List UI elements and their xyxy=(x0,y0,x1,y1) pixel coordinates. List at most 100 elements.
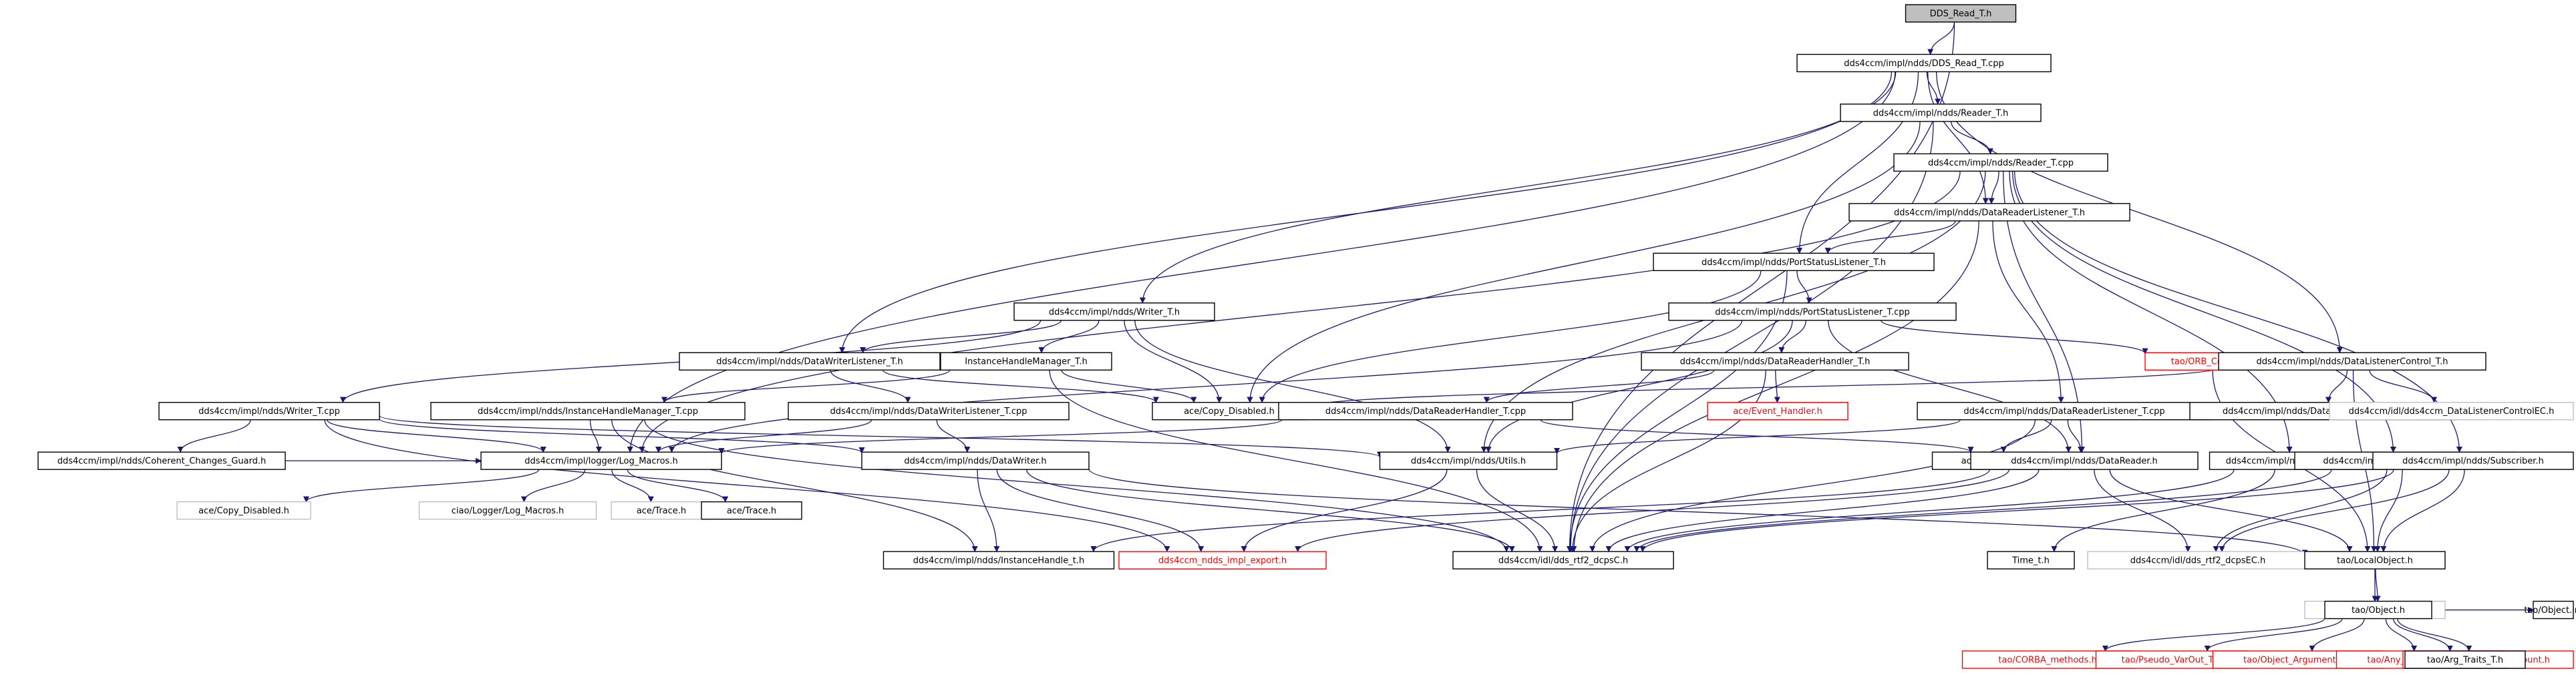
graph-node[interactable]: dds4ccm/impl/ndds/Writer_T.h xyxy=(1013,302,1215,321)
edge-n6-to-n27 xyxy=(1828,320,2072,453)
edge-n42-to-n47 xyxy=(2397,618,2472,652)
edge-n29-to-n39 xyxy=(2213,469,2388,552)
graph-node[interactable]: dds4ccm/impl/ndds/DataReaderHandler_T.h xyxy=(1641,352,1909,371)
graph-node[interactable]: dds4ccm_ndds_impl_export.h xyxy=(1118,551,1327,570)
graph-node[interactable]: ace/Trace.h xyxy=(701,501,802,520)
node-label: dds4ccm/impl/ndds/Reader_T.h xyxy=(1873,108,2009,118)
edge-n1-to-n14 xyxy=(1936,71,2343,354)
node-label: dds4ccm/impl/ndds/Coherent_Changes_Guard… xyxy=(57,457,267,467)
node-label: dds4ccm/impl/ndds/Utils.h xyxy=(1411,457,1526,467)
graph-node[interactable]: dds4ccm/impl/ndds/DataWriterListener_T.c… xyxy=(788,401,1070,421)
edge-n30-to-n40 xyxy=(2380,469,2465,552)
edge-n7-to-n8 xyxy=(860,320,1062,354)
graph-node[interactable]: tao/LocalObject.h xyxy=(2304,551,2446,570)
node-label: ace/Copy_Disabled.h xyxy=(198,506,289,516)
graph-node[interactable]: dds4ccm/impl/ndds/Reader_T.cpp xyxy=(1893,153,2108,172)
graph-node[interactable]: DDS_Read_T.h xyxy=(1905,4,2017,23)
edge-n1-to-n2 xyxy=(1926,71,1941,105)
graph-node[interactable]: dds4ccm/idl/dds_rtf2_dcpsEC.h xyxy=(2087,551,2309,570)
edge-n40-to-n42 xyxy=(2374,569,2381,602)
graph-node[interactable]: InstanceHandleManager_T.h xyxy=(940,352,1112,371)
node-box xyxy=(2329,401,2574,421)
edge-n23-to-n32 xyxy=(520,469,586,503)
graph-node[interactable]: ace/Copy_Disabled.h xyxy=(176,501,311,520)
graph-node[interactable]: dds4ccm/impl/ndds/DDS_Read_T.cpp xyxy=(1796,53,2052,73)
edge-n1-to-n23 xyxy=(627,71,1896,453)
node-label: dds4ccm/impl/ndds/DataListenerControl_T.… xyxy=(2257,357,2448,367)
edge-n9-to-n16 xyxy=(661,369,951,403)
node-box xyxy=(418,501,597,520)
edge-n42-to-n44 xyxy=(2204,618,2343,652)
node-label: InstanceHandleManager_T.h xyxy=(965,357,1087,367)
edge-n29-to-n37 xyxy=(1633,469,2332,552)
graph-node[interactable]: Time_t.h xyxy=(1987,551,2075,570)
graph-node[interactable]: dds4ccm/impl/ndds/InstanceHandleManager_… xyxy=(430,401,746,421)
node-label: dds4ccm/impl/ndds/Reader_T.cpp xyxy=(1928,158,2074,168)
node-label: ace/Event_Handler.h xyxy=(1733,407,1822,417)
graph-node[interactable]: dds4ccm/impl/ndds/Utils.h xyxy=(1379,451,1558,470)
graph-node[interactable]: dds4ccm/impl/ndds/Subscriber.h xyxy=(2372,451,2574,470)
edge-n7-to-n25 xyxy=(1134,320,1451,453)
edge-n42-to-n45 xyxy=(2309,618,2365,652)
graph-node[interactable]: dds4ccm/impl/ndds/Writer_T.cpp xyxy=(158,401,380,421)
node-box xyxy=(1641,352,1909,371)
graph-node[interactable]: ace/Event_Handler.h xyxy=(1707,401,1848,421)
node-label: dds4ccm/impl/ndds/DataWriterListener_T.h xyxy=(716,357,903,367)
node-box xyxy=(882,551,1115,570)
graph-node[interactable]: dds4ccm/impl/ndds/DataListenerControl_T.… xyxy=(2218,352,2486,371)
edge-n29-to-n40 xyxy=(2374,469,2403,552)
edge-n15-to-n22 xyxy=(177,419,251,453)
graph-node[interactable]: dds4ccm/impl/ndds/Coherent_Changes_Guard… xyxy=(37,451,286,470)
edge-n4-to-n19 xyxy=(1992,220,2064,403)
edge-n3-to-n23 xyxy=(639,171,1961,453)
edge-n11-to-n12 xyxy=(1774,370,1780,403)
graph-node[interactable]: dds4ccm/impl/ndds/Reader_T.h xyxy=(1840,103,2042,122)
node-box xyxy=(2324,600,2432,620)
graph-node[interactable]: dds4ccm/impl/ndds/DataReaderListener_T.c… xyxy=(1917,401,2212,421)
graph-node[interactable]: tao/Object.inl xyxy=(2524,600,2576,620)
graph-node[interactable]: ciao/Logger/Log_Macros.h xyxy=(418,501,597,520)
node-box xyxy=(1840,103,2042,122)
edge-n19-to-n26 xyxy=(2000,419,2052,453)
node-label: dds4ccm/impl/ndds/DataWriterListener_T.c… xyxy=(830,407,1027,417)
node-label: dds4ccm/impl/ndds/DataReaderListener_T.c… xyxy=(1963,407,2164,417)
graph-node[interactable]: tao/Object.h xyxy=(2324,600,2432,620)
edge-n11-to-n37 xyxy=(1569,370,1766,552)
graph-node[interactable]: dds4ccm/impl/ndds/DataReaderListener_T.h xyxy=(1848,203,2130,222)
node-box xyxy=(1668,302,1957,321)
node-label: dds4ccm/impl/ndds/PortStatusListener_T.h xyxy=(1702,258,1886,268)
nodes-layer: DDS_Read_T.h dds4ccm/impl/ndds/DDS_Read_T… xyxy=(37,4,2576,669)
node-label: ace/Trace.h xyxy=(637,506,686,516)
node-label: ace/Copy_Disabled.h xyxy=(1184,407,1275,417)
edge-n4-to-n5 xyxy=(1824,220,1956,254)
node-label: dds4ccm/impl/logger/Log_Macros.h xyxy=(524,457,677,467)
graph-node[interactable]: ace/Trace.h xyxy=(611,501,712,520)
graph-node[interactable]: dds4ccm/impl/ndds/DataWriter.h xyxy=(861,451,1090,470)
edge-n14-to-n10 xyxy=(1303,367,2219,409)
graph-node[interactable]: dds4ccm/impl/ndds/DataWriterListener_T.h xyxy=(679,352,941,371)
graph-node[interactable]: dds4ccm/impl/ndds/PortStatusListener_T.c… xyxy=(1668,302,1957,321)
node-box xyxy=(158,401,380,421)
edge-n14-to-n21 xyxy=(2369,370,2438,403)
graph-node[interactable]: dds4ccm/idl/dds_rtf2_dcpsC.h xyxy=(1452,551,1674,570)
graph-node[interactable]: dds4ccm/impl/ndds/InstanceHandle_t.h xyxy=(882,551,1115,570)
edge-n23-to-n31 xyxy=(303,469,540,503)
graph-node[interactable]: dds4ccm/impl/ndds/PortStatusListener_T.h xyxy=(1653,252,1935,272)
edge-n24-to-n40 xyxy=(1088,469,2308,556)
edge-n16-to-n37 xyxy=(644,419,1510,552)
node-box xyxy=(1796,53,2052,73)
node-box xyxy=(679,352,941,371)
graph-node[interactable]: dds4ccm/idl/dds4ccm_DataListenerControlE… xyxy=(2329,401,2574,421)
node-box xyxy=(1278,401,1573,421)
node-label: Time_t.h xyxy=(2011,556,2050,566)
node-label: tao/Arg_Traits_T.h xyxy=(2427,656,2503,666)
node-label: ciao/Logger/Log_Macros.h xyxy=(452,506,564,516)
edge-n42-to-n43 xyxy=(2102,618,2325,652)
graph-node[interactable]: dds4ccm/impl/ndds/DataReader.h xyxy=(1970,451,2199,470)
graph-node[interactable]: tao/Arg_Traits_T.h xyxy=(2404,650,2526,669)
node-box xyxy=(861,451,1090,470)
graph-node[interactable]: dds4ccm/impl/logger/Log_Macros.h xyxy=(480,451,722,470)
node-label: dds4ccm/impl/ndds/Writer_T.cpp xyxy=(198,407,340,417)
graph-node[interactable]: dds4ccm/impl/ndds/DataReaderHandler_T.cp… xyxy=(1278,401,1573,421)
